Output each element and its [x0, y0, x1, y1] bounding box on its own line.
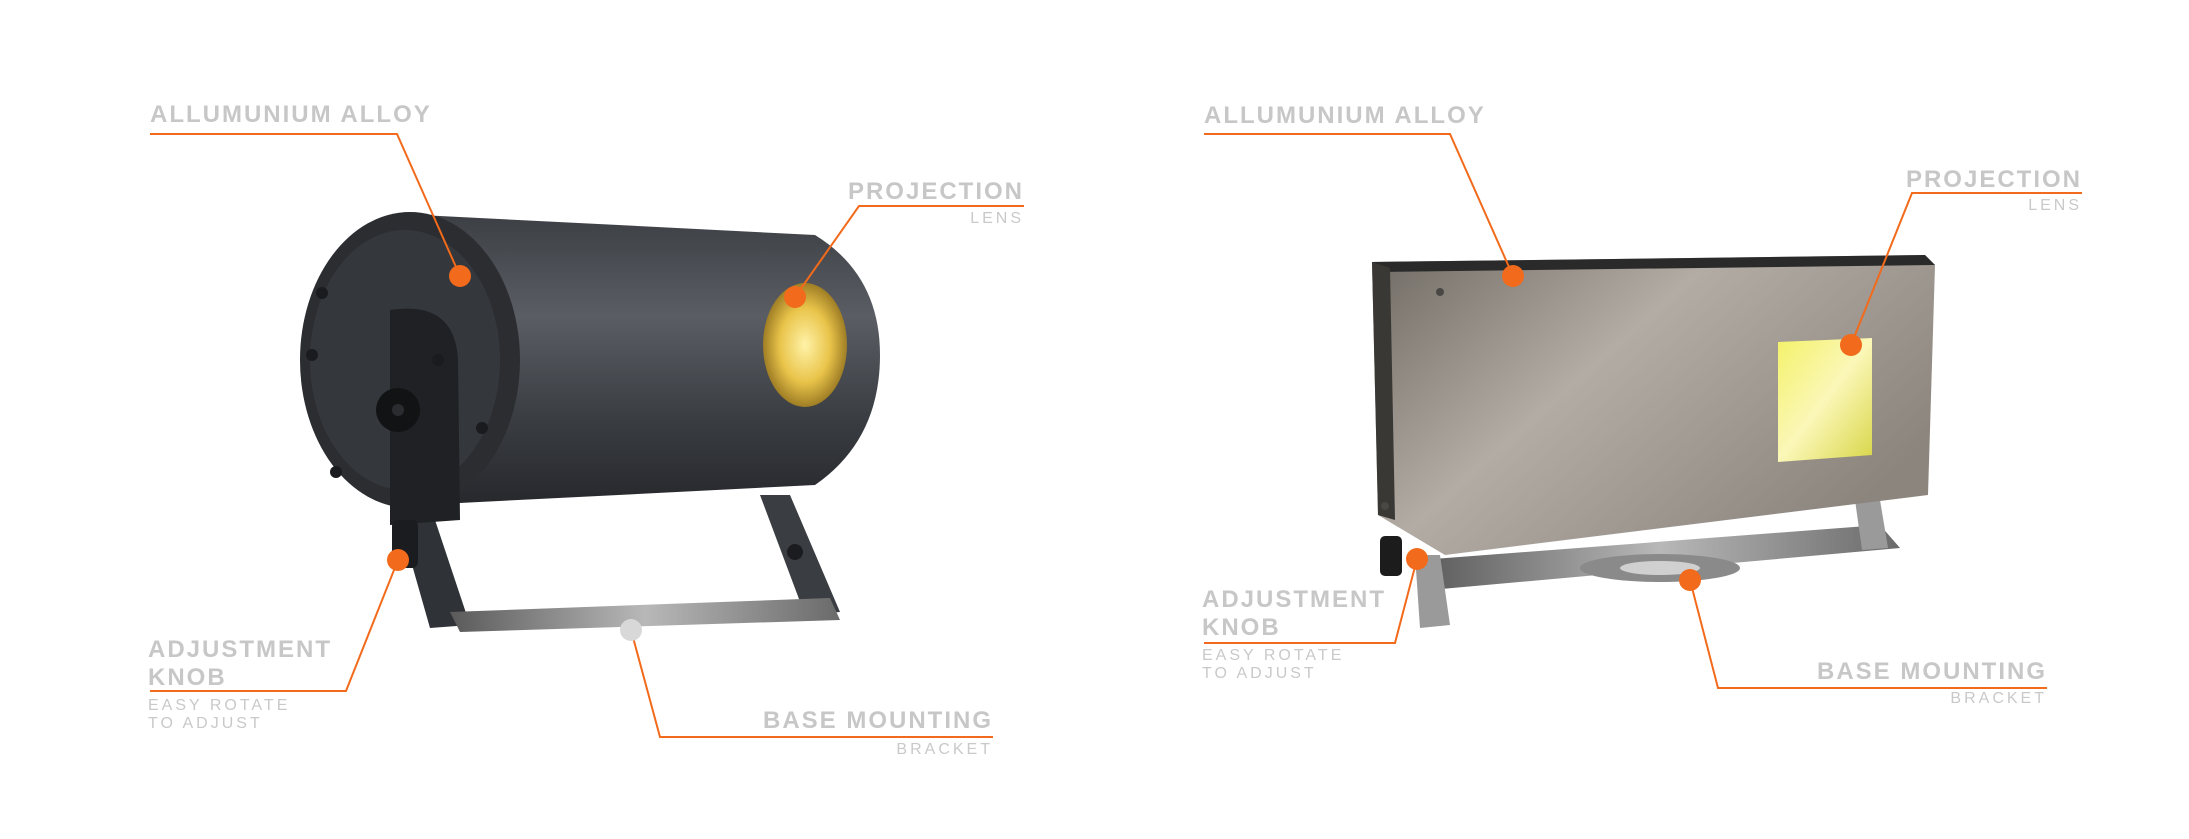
left-alloy-title: ALLUMUNIUM ALLOY: [150, 101, 432, 128]
left-projection-sub: LENS: [970, 210, 1024, 227]
left-callout-lines: [150, 133, 1024, 738]
right-callout-lines: [1204, 133, 2082, 689]
right-knob-sub: EASY ROTATE TO ADJUST: [1202, 647, 1345, 683]
projection-lens: [763, 283, 847, 407]
right-projection-sub: LENS: [2028, 197, 2082, 214]
box-body: [1372, 255, 1935, 555]
box-knob-dot: [1406, 548, 1428, 570]
right-alloy-title: ALLUMUNIUM ALLOY: [1204, 102, 1486, 129]
box-projection-dot: [1840, 334, 1862, 356]
base-dot: [620, 619, 642, 641]
right-base-sub: BRACKET: [1950, 690, 2047, 707]
cylinder-body: [420, 215, 880, 505]
box-alloy-dot: [1502, 265, 1524, 287]
left-knob-sub: EASY ROTATE TO ADJUST: [148, 697, 291, 733]
right-projection-title: PROJECTION: [1905, 166, 2082, 193]
right-knob-title: ADJUSTMENT KNOB: [1202, 586, 1387, 641]
base-plate: [450, 598, 840, 632]
projection-dot: [784, 286, 806, 308]
cylinder-projector: [300, 212, 880, 632]
alloy-dot: [449, 265, 471, 287]
projection-window: [1778, 338, 1872, 462]
left-base-title: BASE MOUNTING: [763, 707, 993, 734]
box-adjustment-knob: [1380, 536, 1402, 576]
left-knob-title: ADJUSTMENT KNOB: [148, 636, 333, 691]
left-projection-title: PROJECTION: [847, 178, 1024, 205]
left-base-sub: BRACKET: [896, 741, 993, 758]
right-base-title: BASE MOUNTING: [1817, 658, 2047, 685]
box-projector: [1372, 255, 1935, 628]
knob-dot: [387, 549, 409, 571]
box-base-dot: [1679, 569, 1701, 591]
